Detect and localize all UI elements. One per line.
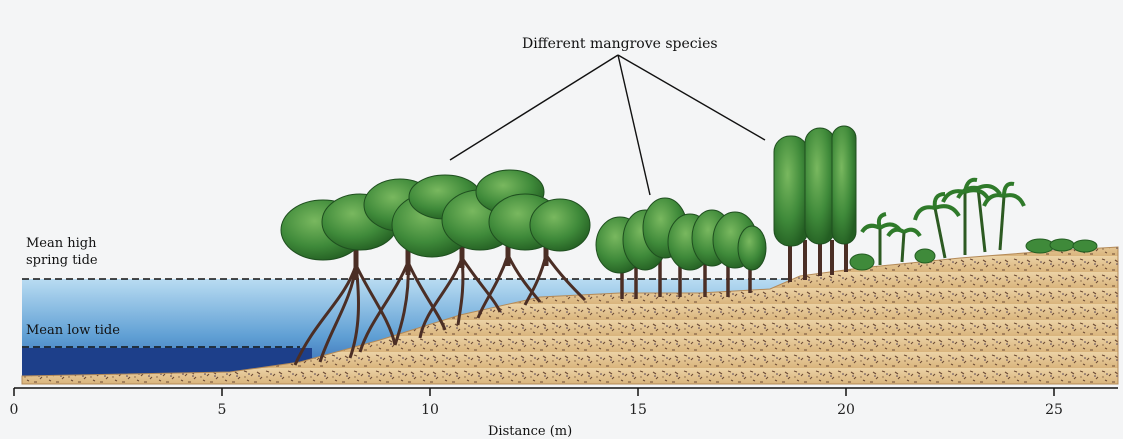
species-label: Different mangrove species (522, 37, 718, 52)
x-tick-15: 15 (629, 402, 647, 418)
x-tick-25: 25 (1045, 402, 1063, 418)
high-tide-label-line1: Mean high (26, 236, 96, 251)
x-tick-0: 0 (10, 402, 19, 418)
mangrove-species-3 (774, 126, 856, 282)
x-axis-label: Distance (m) (488, 424, 572, 439)
x-tick-20: 20 (837, 402, 855, 418)
x-tick-10: 10 (421, 402, 439, 418)
high-tide-label-line2: spring tide (26, 253, 98, 268)
x-axis (14, 388, 1118, 396)
low-tide-label: Mean low tide (26, 323, 120, 338)
x-tick-5: 5 (218, 402, 227, 418)
